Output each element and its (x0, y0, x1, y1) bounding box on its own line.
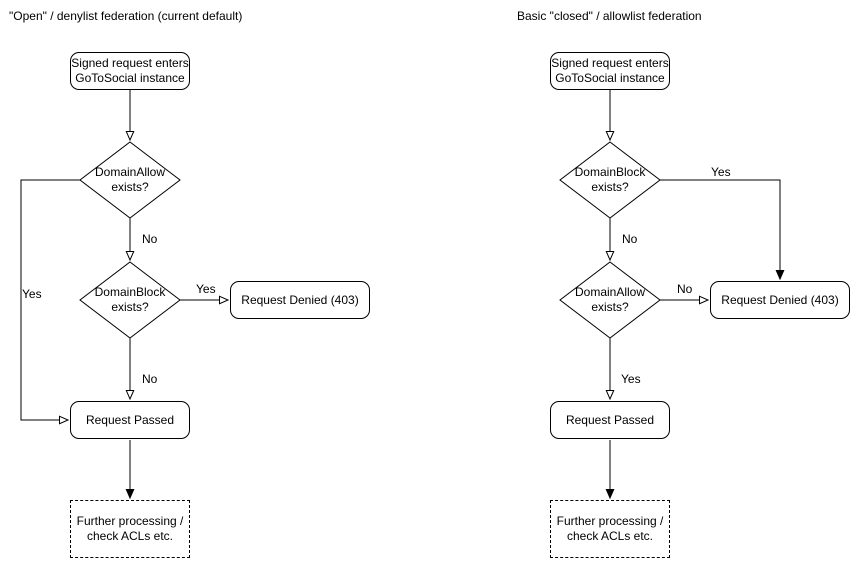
left-edge-label-allow-yes: Yes (22, 287, 42, 301)
right-edge-label-block-no: No (622, 232, 638, 246)
left-edge-label-block-no: No (142, 372, 158, 386)
right-passed-node: Request Passed (550, 401, 670, 439)
left-denied-node: Request Denied (403) (230, 281, 370, 319)
left-edge-label-allow-no: No (142, 232, 158, 246)
edge-right-block-yes-to-denied (660, 179, 785, 281)
right-denied-node: Request Denied (403) (710, 281, 850, 319)
right-chart-title: Basic "closed" / allowlist federation (517, 9, 702, 23)
edge-left-allow-yes-to-passed (20, 179, 80, 425)
right-further-processing-node: Further processing / check ACLs etc. (550, 500, 670, 558)
left-start-node: Signed request enters GoToSocial instanc… (70, 52, 190, 90)
right-edge-label-allow-yes: Yes (621, 372, 641, 386)
left-decision-block-diamond (79, 261, 181, 339)
right-edge-label-allow-no: No (677, 282, 693, 296)
right-decision-allow-diamond (559, 261, 661, 339)
right-decision-block-diamond (559, 141, 661, 219)
right-start-node: Signed request enters GoToSocial instanc… (550, 52, 670, 90)
left-edge-label-block-yes: Yes (196, 282, 216, 296)
left-further-processing-node: Further processing / check ACLs etc. (70, 500, 190, 558)
left-chart-title: "Open" / denylist federation (current de… (9, 9, 243, 23)
right-edge-label-block-yes: Yes (711, 165, 731, 179)
left-passed-node: Request Passed (70, 401, 190, 439)
left-decision-allow-diamond (79, 141, 181, 219)
